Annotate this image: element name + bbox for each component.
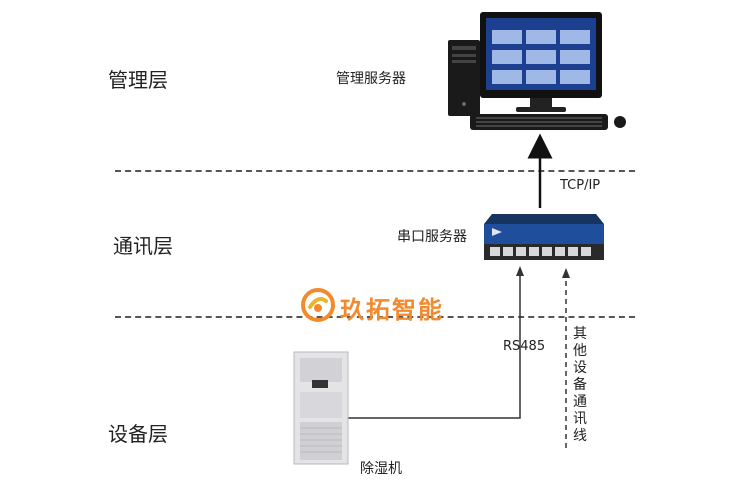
layer-label-device: 设备层: [108, 422, 168, 446]
layer-label-management: 管理层: [108, 68, 168, 92]
pc-tower: [448, 40, 480, 116]
mouse-icon: [614, 116, 626, 128]
brand-logo: [300, 287, 336, 327]
brand-text: 玖拓智能: [340, 296, 444, 324]
other-lines-label: 其他设备通讯线: [573, 326, 587, 444]
layer-label-communication: 通讯层: [113, 234, 173, 258]
management-server-label: 管理服务器: [336, 71, 406, 87]
keyboard: [470, 114, 608, 130]
serial-server-device: [484, 214, 604, 260]
layer-divider-top: [115, 170, 635, 172]
rs485-label: RS485: [503, 339, 546, 354]
dehumidifier-label: 除湿机: [360, 461, 402, 477]
monitor: [480, 12, 602, 112]
layer-divider-bottom: [115, 316, 635, 318]
other-lines-arrowhead: [562, 268, 570, 278]
serial-server-label: 串口服务器: [397, 229, 467, 245]
tcpip-label: TCP/IP: [560, 178, 601, 193]
rs485-arrowhead: [516, 266, 524, 276]
brand-logo-icon: [301, 288, 335, 322]
dehumidifier-device: [293, 351, 349, 465]
rs485-line: [348, 268, 521, 419]
